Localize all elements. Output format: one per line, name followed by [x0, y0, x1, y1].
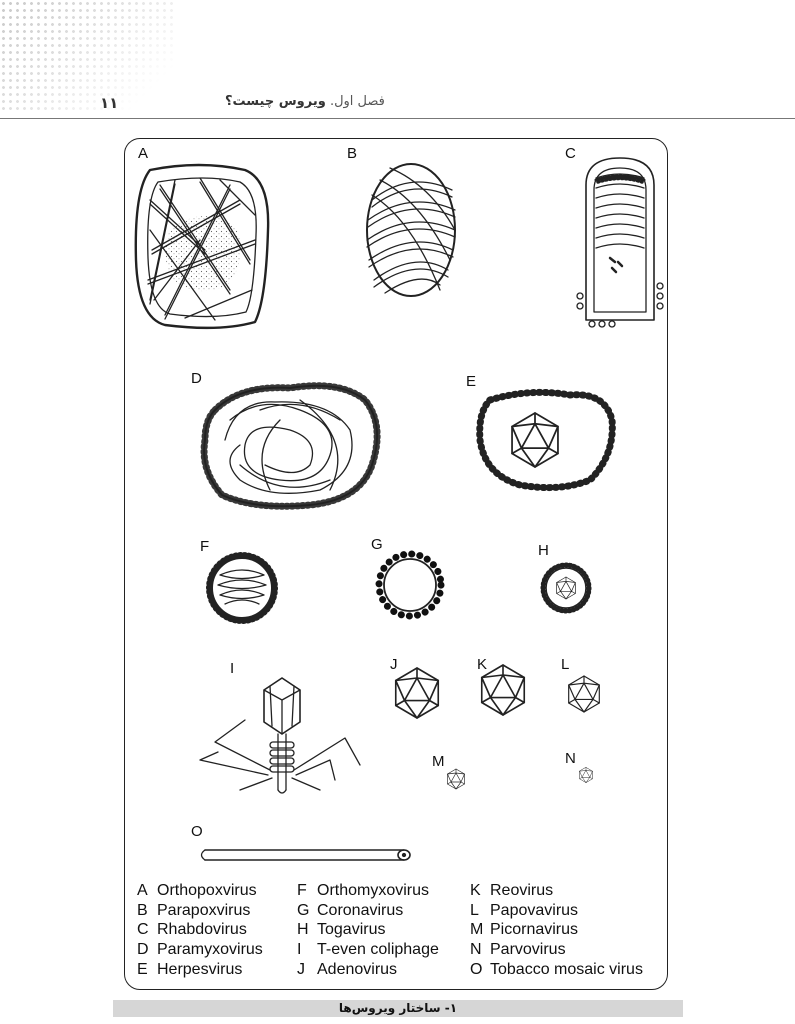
- adenovirus-drawing: [394, 667, 440, 719]
- paramyxovirus-drawing: [200, 382, 381, 510]
- panel-label-h: H: [538, 542, 549, 559]
- running-head: فصل اول. ویروس چیست؟: [225, 94, 385, 109]
- figure-caption: ۱- ساختار ویروس‌ها: [338, 1001, 458, 1015]
- panel-label-b: B: [347, 145, 358, 162]
- reovirus-drawing: [480, 664, 526, 716]
- panel-label-a: A: [138, 145, 149, 162]
- panel-label-m: M: [432, 753, 445, 770]
- corner-dot-pattern: [0, 0, 175, 110]
- togavirus-drawing: [540, 562, 592, 614]
- panel-label-e: E: [466, 373, 477, 390]
- parvovirus-drawing: [579, 767, 593, 783]
- chapter-label: فصل اول.: [329, 94, 385, 109]
- rhabdovirus-drawing: [576, 157, 664, 328]
- coronavirus-drawing: [375, 550, 445, 620]
- tobacco-mosaic-virus-drawing: [200, 849, 411, 861]
- panel-label-o: O: [191, 823, 203, 840]
- parapoxvirus-drawing: [366, 163, 456, 297]
- picornavirus-drawing: [447, 768, 465, 790]
- panel-label-g: G: [371, 536, 383, 553]
- orthopoxvirus-drawing: [134, 163, 270, 330]
- papovavirus-drawing: [568, 675, 600, 713]
- coliphage-drawing: [199, 677, 361, 794]
- panel-label-l: L: [561, 656, 570, 673]
- herpesvirus-drawing: [476, 388, 616, 492]
- page-number: ۱۱: [100, 94, 119, 112]
- panel-label-k: K: [477, 656, 488, 673]
- orthomyxovirus-drawing: [206, 552, 278, 624]
- figure-frame: [124, 138, 668, 990]
- panel-label-c: C: [565, 145, 576, 162]
- chapter-title: ویروس چیست؟: [225, 94, 326, 109]
- panel-label-d: D: [191, 370, 202, 387]
- panel-label-n: N: [565, 750, 576, 767]
- header-rule: [0, 118, 795, 119]
- panel-label-j: J: [390, 656, 398, 673]
- caption-bar: [113, 1000, 683, 1017]
- panel-label-f: F: [200, 538, 210, 555]
- panel-label-i: I: [230, 660, 235, 677]
